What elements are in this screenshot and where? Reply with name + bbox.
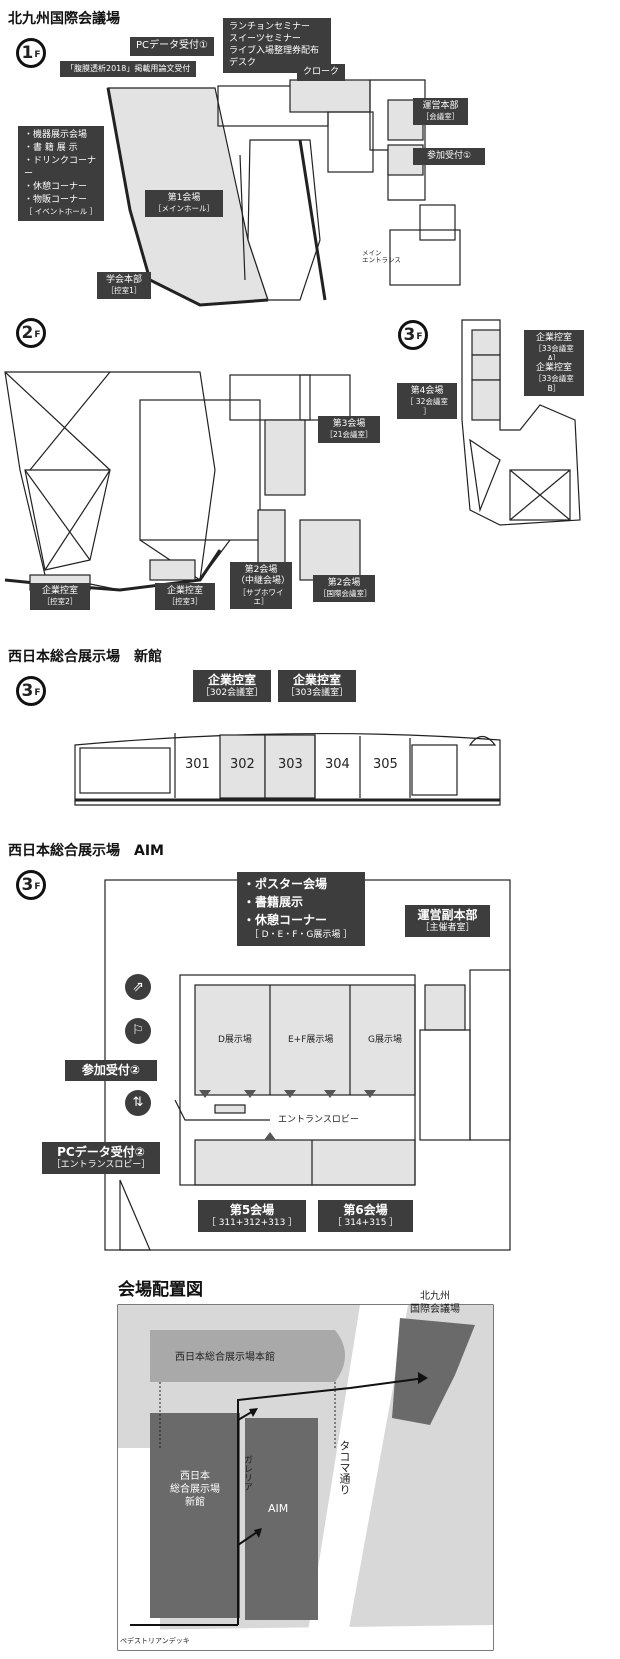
label-main-entrance: メインエントランス [362,249,401,265]
site-honkan: 西日本総合展示場本館 [175,1352,275,1363]
hall-ef: E+F展示場 [288,1035,334,1045]
hall-d: D展示場 [218,1035,252,1045]
floor-plan-3f-kokusai [461,319,581,526]
label-pc-data-1: PCデータ受付① [130,37,214,56]
label-pc-data-2: PCデータ受付②［エントランスロビー］ [42,1142,160,1175]
elevator-icon: ⇅ [125,1090,151,1116]
label-kigyo-302: 企業控室［302会議室］ [193,670,271,703]
label-hall-1: 第1会場［メインホール］ [145,190,223,217]
site-takoma-street: タコマ通り [338,1440,351,1495]
label-hall-6: 第6会場［ 314+315 ］ [318,1200,413,1233]
hall-g: G展示場 [368,1035,402,1045]
label-sanka-2: 参加受付② [65,1060,157,1081]
room-305: 305 [373,757,398,772]
label-kaiyo-paper: 「腹膜透析2018」掲載用論文受付 [60,61,197,77]
shinkan-title: 西日本総合展示場 新館 [8,649,162,665]
room-304: 304 [325,757,350,772]
kokusai-title: 北九州国際会議場 [8,11,120,27]
label-unei: 運営本部［会議室］ [413,98,468,125]
label-hall-3: 第3会場［21会議室］ [318,416,380,443]
room-303: 303 [278,757,303,772]
site-map [117,1304,494,1651]
label-hall-2-relay: 第2会場（中継会場）［サブホワイエ］ [230,562,292,610]
room-301: 301 [185,757,210,772]
label-gakkai: 学会本部［控室1］ [97,272,151,299]
label-exhibit-hall: 機器展示会場 書 籍 展 示 ドリンクコーナー 休憩コーナー 物販コーナー ［ … [18,126,104,222]
site-aim: AIM [268,1502,289,1515]
label-poster-hall: ポスター会場 書籍展示 休憩コーナー ［ D・E・F・G展示場 ］ [237,872,365,946]
site-shinkan: 西日本総合展示場新館 [170,1471,220,1508]
site-galleria: ガレリア [242,1455,252,1491]
room-302: 302 [230,757,255,772]
label-lunch-seminar: ランチョンセミナー スイーツセミナー ライブ入場整理券配布デスク [223,18,331,73]
label-sanka-1: 参加受付① [413,148,485,166]
escalator-icon: ⇗ [125,974,151,1000]
label-hall-2: 第2会場［国際会議室］ [313,575,375,602]
label-unei-fuku: 運営副本部［主催者室］ [405,905,490,938]
label-hall-4: 第4会場［ 32会議室 ］ [397,383,457,419]
site-kokusai: 北九州国際会議場 [410,1291,460,1315]
label-cloak: クローク [297,64,346,82]
label-kigyo-2: 企業控室［控室2］ [30,583,90,610]
label-kigyo-33b: 企業控室［33会議室B］ [524,360,584,396]
label-hall-5: 第5会場［ 311+312+313 ］ [198,1200,306,1233]
entrance-lobby: エントランスロビー [278,1115,359,1125]
site-pedestrian-deck: ペデストリアンデッキ [120,1637,190,1645]
stairs-icon: ⚐ [125,1018,151,1044]
aim-title: 西日本総合展示場 AIM [8,843,164,859]
label-kigyo-3: 企業控室［控室3］ [155,583,215,610]
site-title: 会場配置図 [118,1280,203,1300]
floor-plan-shinkan [74,732,501,806]
floor-plan-aim [104,879,511,1251]
label-kigyo-303: 企業控室［303会議室］ [278,670,356,703]
floor-plan-2f [4,371,361,592]
aim-arrows [199,1090,376,1140]
